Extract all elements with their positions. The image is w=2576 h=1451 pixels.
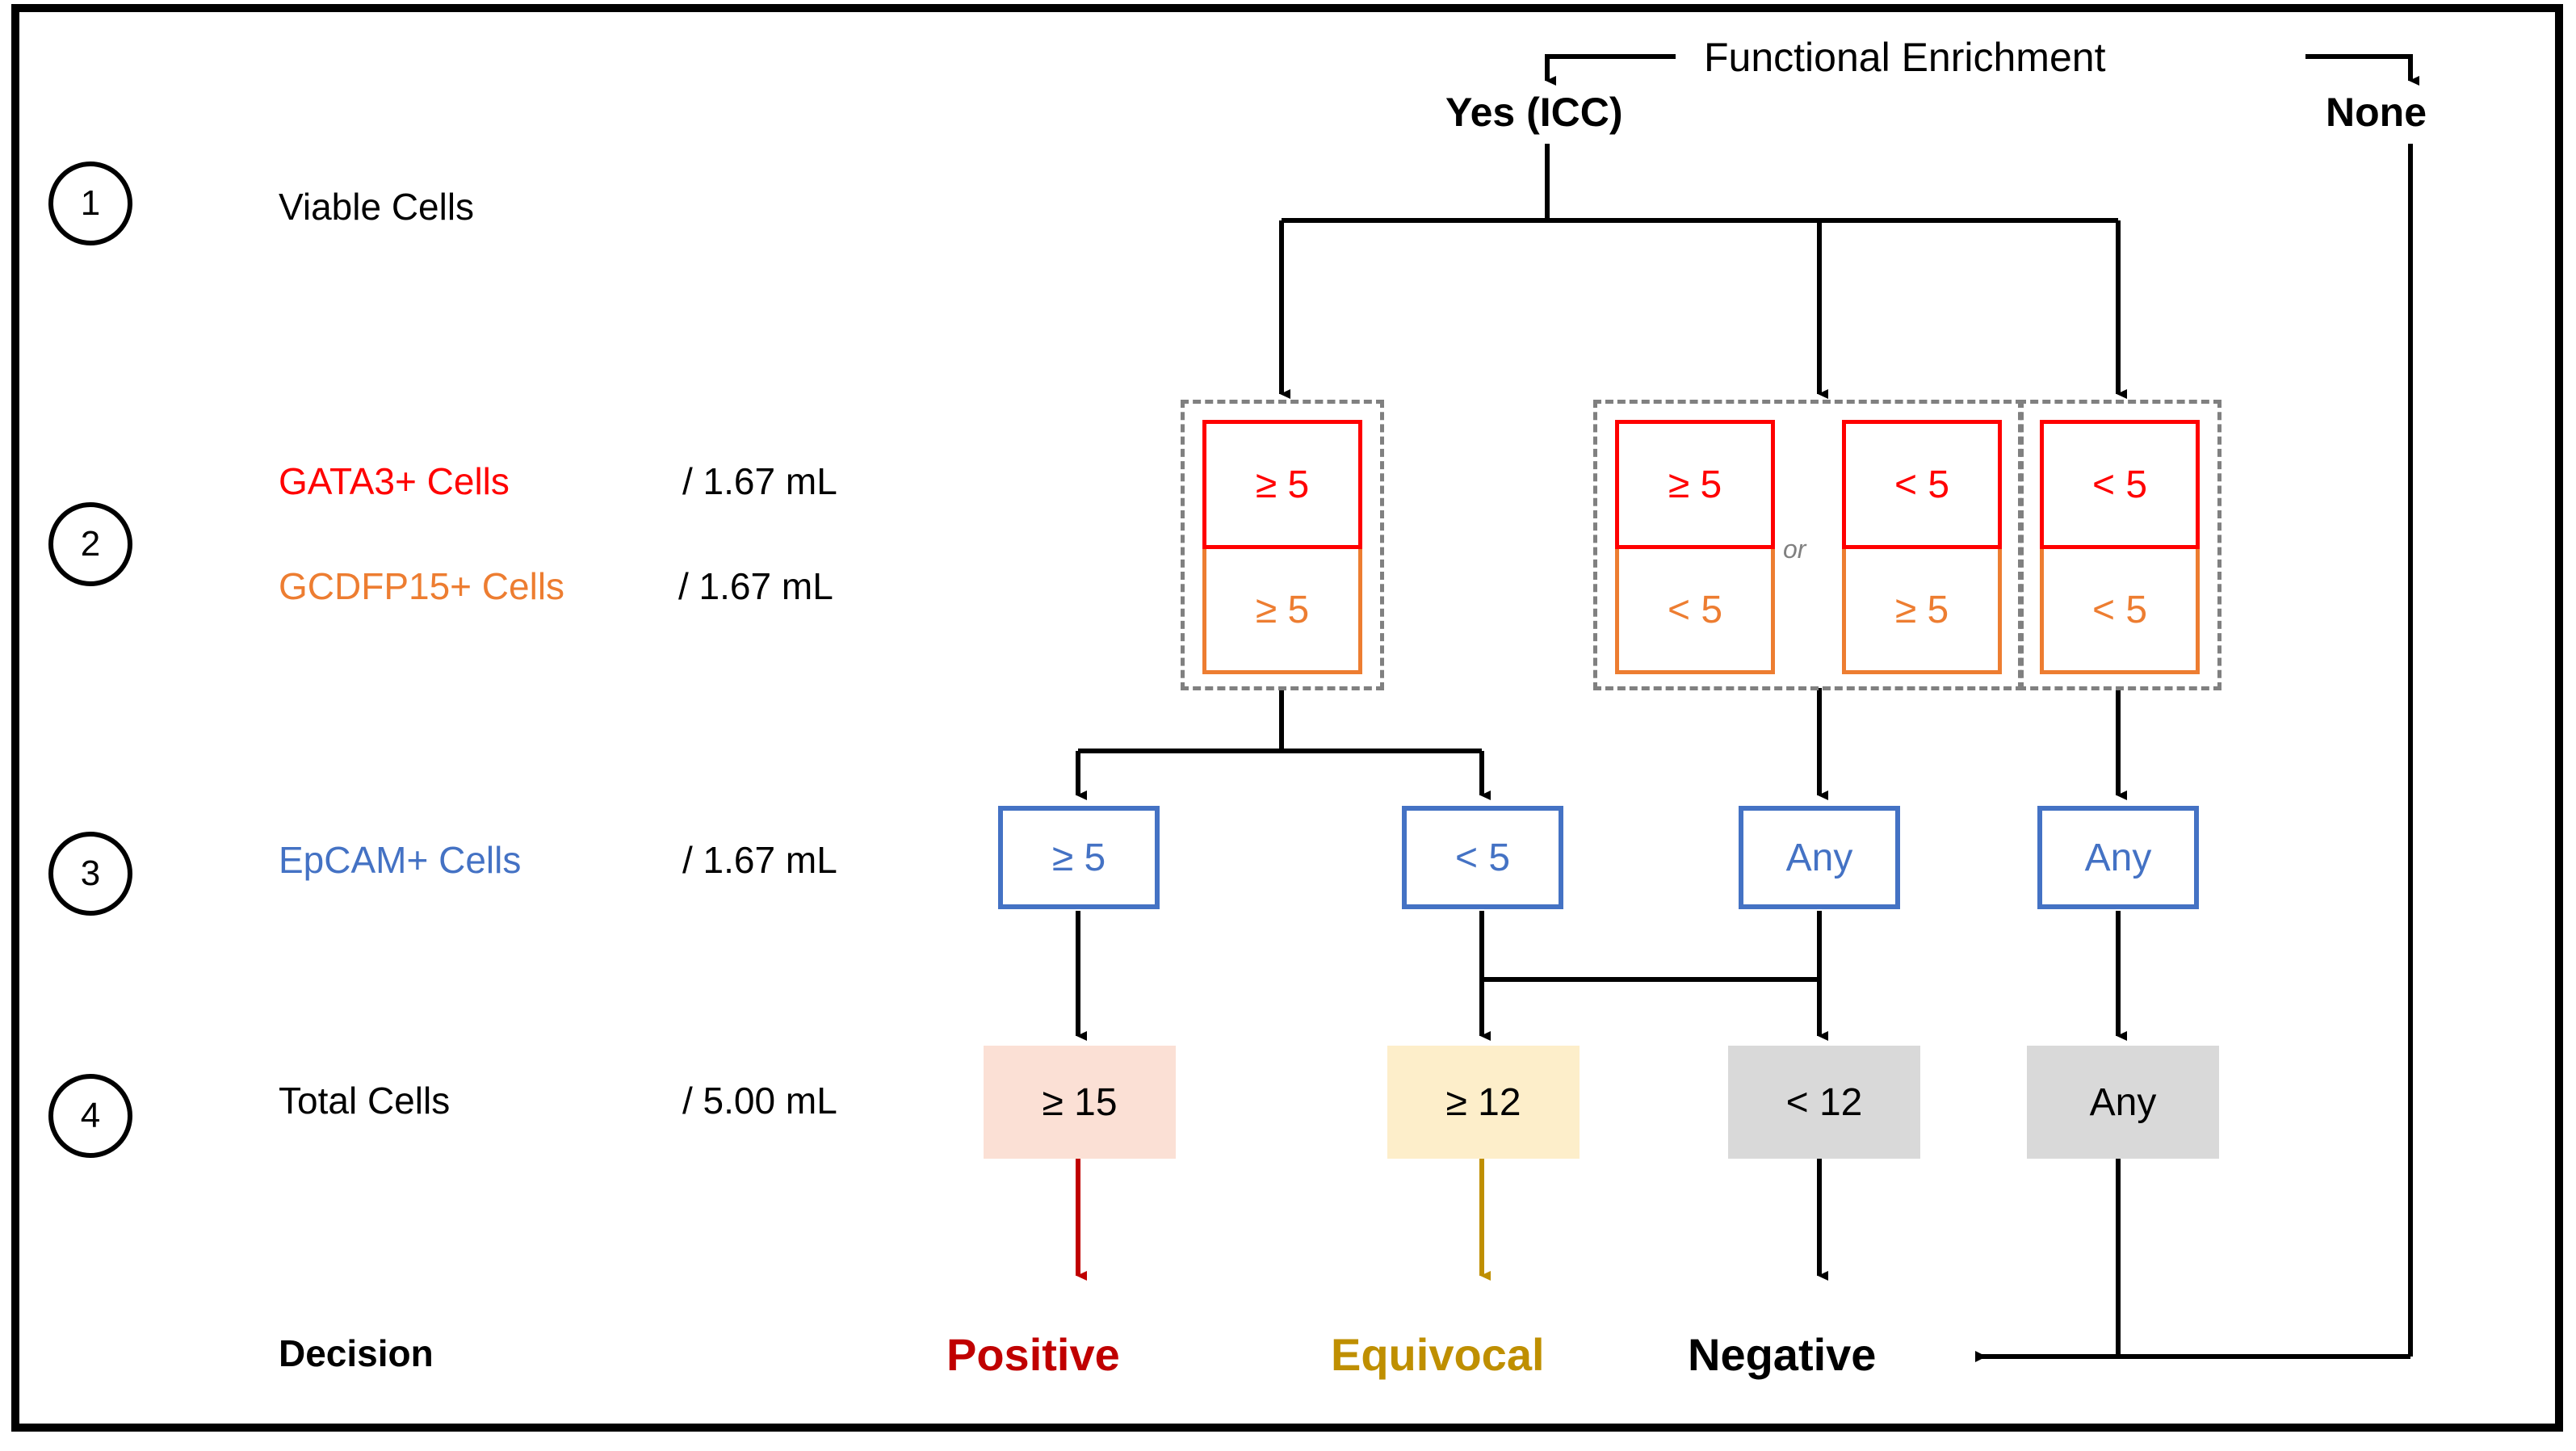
row-label-epcam: EpCAM+ Cells bbox=[279, 839, 522, 881]
row-label-total-cells: Total Cells bbox=[279, 1080, 451, 1122]
row-unit-epcam: / 1.67 mL bbox=[682, 839, 837, 881]
marker-group-3 bbox=[2018, 400, 2221, 690]
step-number-2: 2 bbox=[48, 502, 132, 586]
row-unit-total-cells: / 5.00 mL bbox=[682, 1080, 837, 1122]
marker-group-1 bbox=[1181, 400, 1384, 690]
row-unit-gcdfp15: / 1.67 mL bbox=[678, 565, 833, 607]
decision-positive: Positive bbox=[946, 1329, 1120, 1380]
decision-negative: Negative bbox=[1688, 1329, 1877, 1380]
or-label: or bbox=[1783, 535, 1806, 564]
total-box-4: Any bbox=[2027, 1046, 2219, 1159]
total-box-3: < 12 bbox=[1728, 1046, 1920, 1159]
epcam-box-1: ≥ 5 bbox=[998, 806, 1160, 909]
row-label-viable-cells: Viable Cells bbox=[279, 186, 475, 228]
row-label-gcdfp15: GCDFP15+ Cells bbox=[279, 565, 565, 607]
branch-none: None bbox=[2326, 90, 2427, 135]
step-number-1: 1 bbox=[48, 161, 132, 245]
gata3-cell-g1-1: ≥ 5 bbox=[1202, 420, 1362, 549]
row-label-decision: Decision bbox=[279, 1332, 434, 1374]
branch-yes-icc: Yes (ICC) bbox=[1445, 90, 1623, 135]
epcam-box-3: Any bbox=[1739, 806, 1900, 909]
gcdfp15-cell-g2-1: < 5 bbox=[1615, 549, 1775, 674]
total-box-2: ≥ 12 bbox=[1387, 1046, 1580, 1159]
gata3-cell-g2-2: < 5 bbox=[1842, 420, 2002, 549]
gcdfp15-cell-g2-2: ≥ 5 bbox=[1842, 549, 2002, 674]
row-unit-gata3: / 1.67 mL bbox=[682, 460, 837, 502]
row-label-gata3: GATA3+ Cells bbox=[279, 460, 510, 502]
gata3-cell-g3-1: < 5 bbox=[2040, 420, 2200, 549]
decision-equivocal: Equivocal bbox=[1331, 1329, 1545, 1380]
epcam-box-4: Any bbox=[2037, 806, 2199, 909]
total-box-1: ≥ 15 bbox=[984, 1046, 1176, 1159]
step-number-3: 3 bbox=[48, 832, 132, 916]
gata3-cell-g2-1: ≥ 5 bbox=[1615, 420, 1775, 549]
step-number-4: 4 bbox=[48, 1074, 132, 1158]
gcdfp15-cell-g3-1: < 5 bbox=[2040, 549, 2200, 674]
figure-frame bbox=[11, 4, 2563, 1432]
functional-enrichment-title: Functional Enrichment bbox=[1704, 35, 2106, 80]
epcam-box-2: < 5 bbox=[1402, 806, 1563, 909]
gcdfp15-cell-g1-1: ≥ 5 bbox=[1202, 549, 1362, 674]
